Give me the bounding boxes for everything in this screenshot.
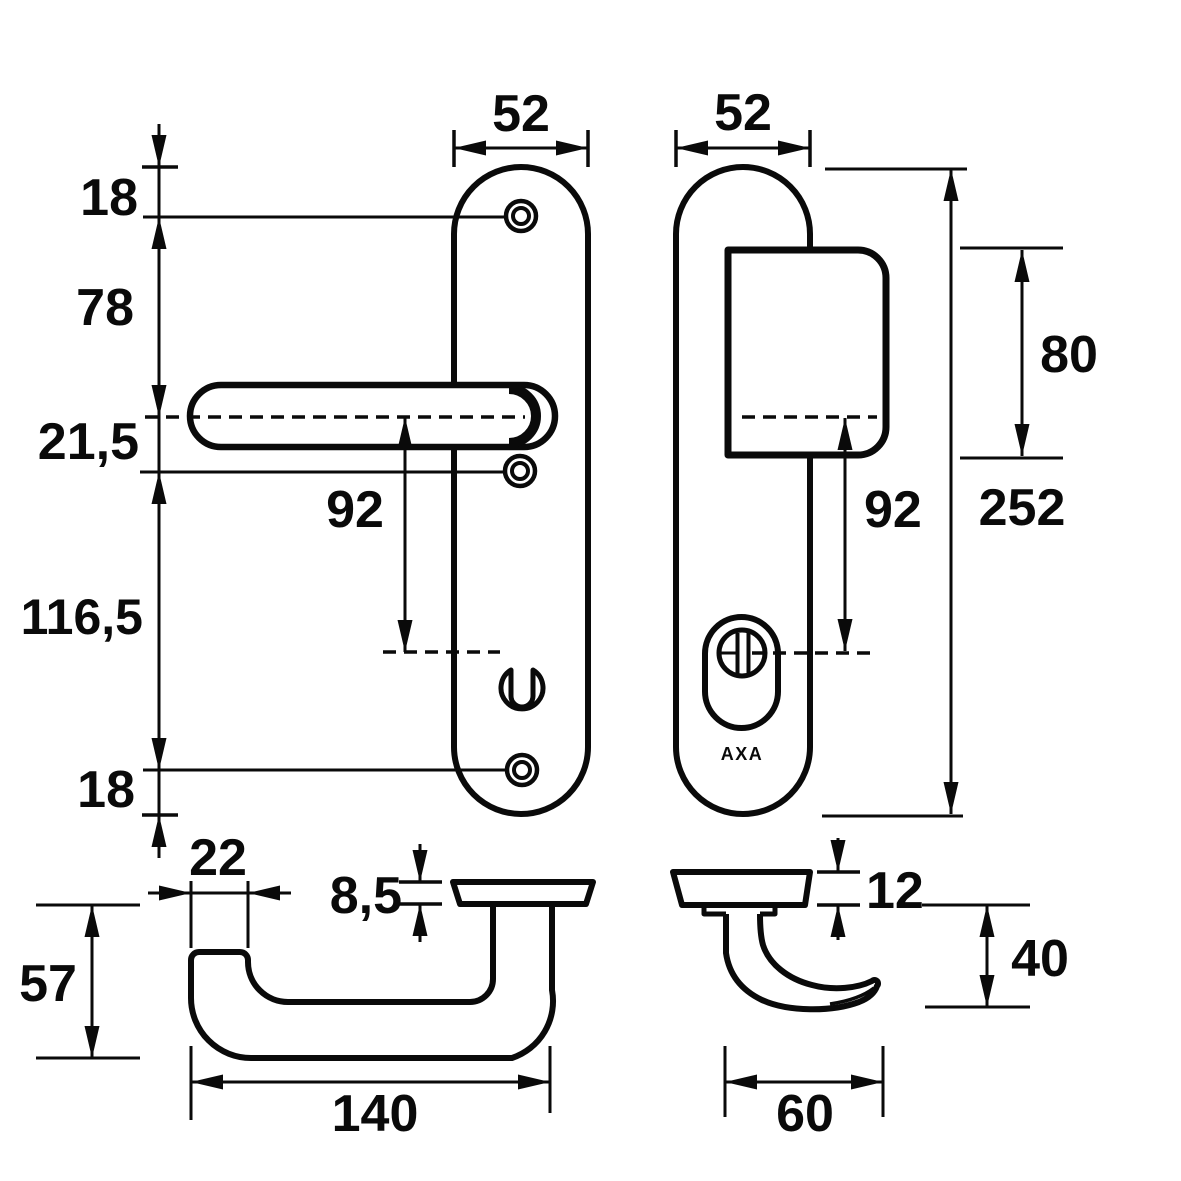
dimension-40: 40 xyxy=(925,905,1069,1009)
dim-label-22: 22 xyxy=(189,829,247,887)
euro-keyhole xyxy=(498,667,546,712)
dim-label-12: 12 xyxy=(866,862,924,920)
dimension-252: 252 xyxy=(822,167,1066,818)
screw-hole-top-inner xyxy=(511,206,531,226)
screw-hole-middle-inner xyxy=(510,461,530,481)
outer-plate-section xyxy=(670,869,813,908)
lever-handle xyxy=(186,381,559,451)
pull-tip-edge xyxy=(829,986,876,1006)
dim-label-140: 140 xyxy=(332,1085,419,1143)
screw-hole-top xyxy=(503,198,539,234)
dim-label-92-left: 92 xyxy=(326,481,384,539)
dim-label-92-right: 92 xyxy=(864,481,922,539)
dimension-8-5: 8,5 xyxy=(330,844,442,942)
pull-side-profile xyxy=(723,913,881,1013)
dimension-92-outer: 92 xyxy=(837,418,922,651)
dimension-92-inner: 92 xyxy=(326,417,413,652)
dim-label-18-top: 18 xyxy=(80,169,138,227)
dim-label-40: 40 xyxy=(1011,930,1069,988)
dim-label-57: 57 xyxy=(19,955,77,1013)
inner-handle-front-view xyxy=(140,164,591,817)
dimension-80: 80 xyxy=(960,246,1098,460)
dimension-52-outer: 52 xyxy=(674,84,812,167)
pull-knob-block xyxy=(724,246,890,459)
dimension-60: 60 xyxy=(723,1046,885,1143)
dim-label-80: 80 xyxy=(1040,326,1098,384)
lever-side-profile xyxy=(188,887,557,1061)
dim-label-18-bottom: 18 xyxy=(77,761,135,819)
dimension-57: 57 xyxy=(19,903,140,1060)
dimension-52-inner: 52 xyxy=(452,85,590,167)
dim-label-252: 252 xyxy=(979,479,1066,537)
axa-logo: AXA xyxy=(721,744,764,764)
inner-plate-section xyxy=(450,879,596,907)
inner-plate-outline xyxy=(451,164,591,817)
dimension-22: 22 xyxy=(148,829,291,948)
screw-hole-middle xyxy=(502,453,538,489)
dim-label-78: 78 xyxy=(76,279,134,337)
lever-neck-cap xyxy=(508,384,541,448)
dim-label-21-5: 21,5 xyxy=(38,413,139,471)
dimension-chain-left: 18 78 21,5 116,5 18 xyxy=(21,124,178,858)
dim-label-116-5: 116,5 xyxy=(21,589,143,645)
dimension-140: 140 xyxy=(189,1046,552,1143)
dim-label-8-5: 8,5 xyxy=(330,867,402,925)
outer-pull-side-view xyxy=(670,869,881,1013)
dim-label-60: 60 xyxy=(776,1085,834,1143)
dim-label-52-left: 52 xyxy=(492,85,550,143)
dimension-12: 12 xyxy=(817,838,1030,940)
screw-hole-bottom xyxy=(504,752,540,788)
outer-plate-front-view: AXA xyxy=(673,164,890,817)
dim-label-52-right: 52 xyxy=(714,84,772,142)
inner-handle-side-view xyxy=(188,879,596,1061)
screw-hole-bottom-inner xyxy=(512,760,532,780)
